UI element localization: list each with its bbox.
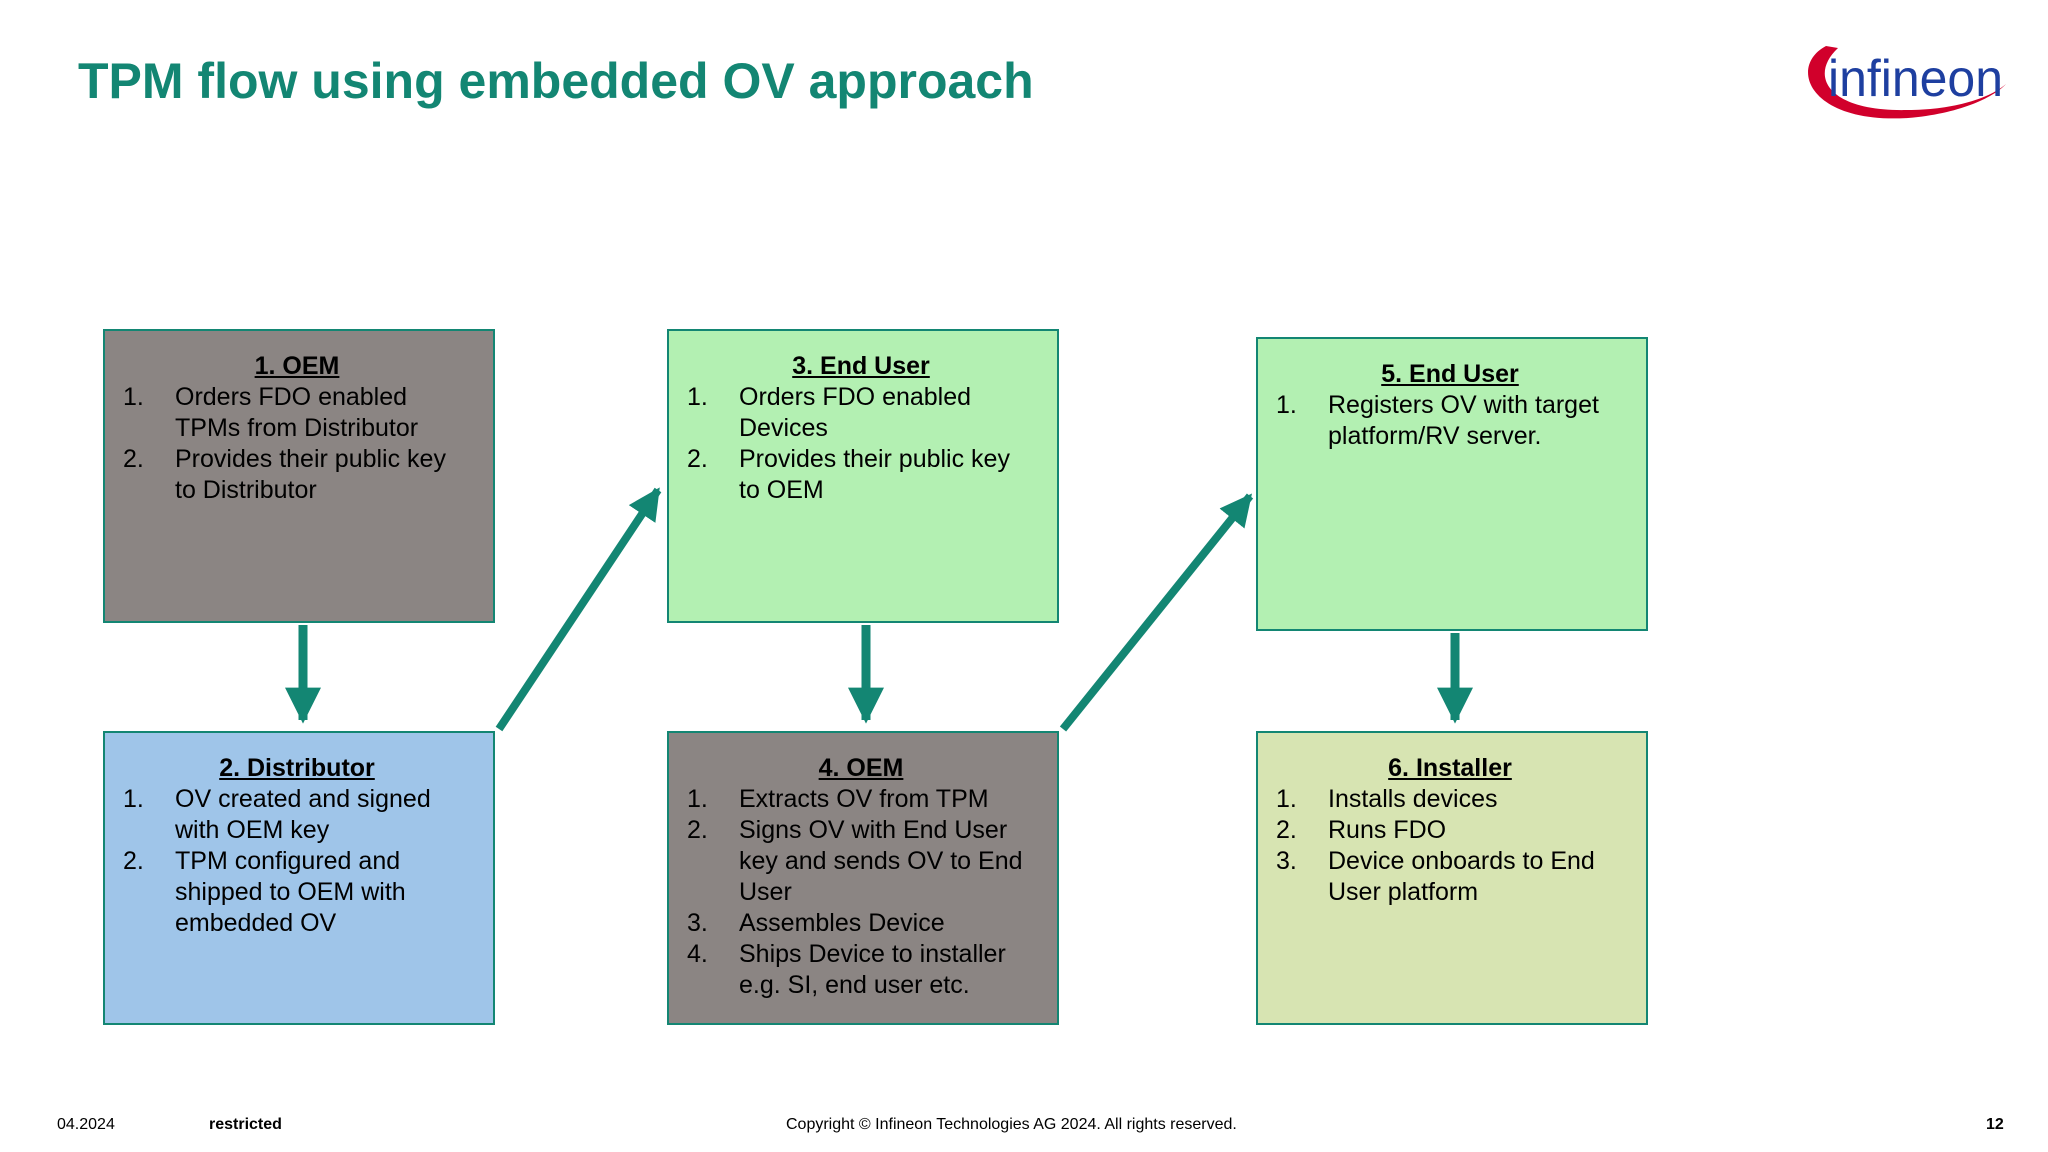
step-number: 3. bbox=[687, 909, 708, 937]
step-text-line: Device onboards to End bbox=[1328, 847, 1595, 875]
step-text-line: TPM configured and bbox=[175, 847, 401, 875]
footer-classification: restricted bbox=[209, 1116, 282, 1133]
box-title: 1. OEM bbox=[254, 352, 340, 380]
step-text-line: Orders FDO enabled bbox=[175, 383, 408, 411]
step-list-item: 1. Extracts OV from TPM bbox=[687, 784, 1035, 815]
step-number: 1. bbox=[123, 785, 144, 813]
infineon-logo: infineon bbox=[1808, 46, 2006, 119]
step-list-item: 2. Provides their public key to OEM bbox=[687, 444, 1035, 506]
step-list: 1. Installs devices 2. Runs FDO 3. Device onb… bbox=[1276, 784, 1624, 908]
step-number: 1. bbox=[1276, 391, 1297, 419]
step-text-line: platform/RV server. bbox=[1328, 422, 1542, 450]
step-text-line: Signs OV with End User bbox=[739, 816, 1008, 844]
step-list: 1. OV created and signed with OEM key 2. TPM… bbox=[123, 784, 471, 939]
step-text-line: Provides their public key bbox=[739, 445, 1010, 473]
step-number: 2. bbox=[123, 445, 144, 473]
step-text: Runs FDO bbox=[1328, 815, 1624, 846]
step-number: 1. bbox=[687, 785, 708, 813]
box-distributor-step-2: 2. Distributor 1. OV created and signed wit… bbox=[103, 731, 495, 1025]
step-text-line: to OEM bbox=[739, 476, 824, 504]
step-text-line: with OEM key bbox=[175, 816, 330, 844]
step-list-item: 1. Installs devices bbox=[1276, 784, 1624, 815]
step-list-item: 3. Assembles Device bbox=[687, 908, 1035, 939]
step-number: 1. bbox=[123, 383, 144, 411]
box-title: 3. End User bbox=[792, 352, 930, 380]
step-text: Provides their public key to OEM bbox=[739, 444, 1035, 506]
step-text-line: embedded OV bbox=[175, 909, 337, 937]
arrow-distributor-to-end-user bbox=[495, 487, 662, 732]
step-list-item: 2. TPM configured and shipped to OEM with e… bbox=[123, 846, 471, 939]
step-number: 1. bbox=[1276, 785, 1297, 813]
arrow-oem-to-end-user bbox=[1059, 493, 1254, 732]
step-text: Extracts OV from TPM bbox=[739, 784, 1035, 815]
step-text-line: Installs devices bbox=[1328, 785, 1498, 813]
step-number: 4. bbox=[687, 940, 708, 968]
step-text: TPM configured and shipped to OEM with emb… bbox=[175, 846, 471, 939]
step-text-line: User bbox=[739, 878, 792, 906]
step-list-item: 1. OV created and signed with OEM key bbox=[123, 784, 471, 846]
step-text-line: to Distributor bbox=[175, 476, 317, 504]
step-text-line: key and sends OV to End bbox=[739, 847, 1023, 875]
logo-wordmark: infineon bbox=[1828, 50, 2003, 108]
step-list-item: 2. Runs FDO bbox=[1276, 815, 1624, 846]
step-text: Provides their public key to Distributor bbox=[175, 444, 471, 506]
box-oem-step-4: 4. OEM 1. Extracts OV from TPM 2. Signs OV w… bbox=[667, 731, 1059, 1025]
step-number: 2. bbox=[687, 445, 708, 473]
step-number: 2. bbox=[1276, 816, 1297, 844]
step-text-line: Ships Device to installer bbox=[739, 940, 1006, 968]
box-end-user-step-5: 5. End User 1. Registers OV with target pla… bbox=[1256, 337, 1648, 631]
step-list: 1. Extracts OV from TPM 2. Signs OV with En… bbox=[687, 784, 1035, 1001]
step-text: Installs devices bbox=[1328, 784, 1624, 815]
step-number: 2. bbox=[687, 816, 708, 844]
step-text-line: Registers OV with target bbox=[1328, 391, 1599, 419]
step-list-item: 2. Signs OV with End User key and sends OV… bbox=[687, 815, 1035, 908]
box-title: 4. OEM bbox=[818, 754, 904, 782]
footer-page-number: 12 bbox=[1986, 1116, 2004, 1133]
footer-date: 04.2024 bbox=[57, 1116, 115, 1133]
step-text: OV created and signed with OEM key bbox=[175, 784, 471, 846]
box-title: 5. End User bbox=[1381, 360, 1519, 388]
step-text: Assembles Device bbox=[739, 908, 1035, 939]
step-text-line: Assembles Device bbox=[739, 909, 945, 937]
step-list: 1. Registers OV with target platform/RV se… bbox=[1276, 390, 1624, 452]
step-text-line: Orders FDO enabled bbox=[739, 383, 972, 411]
step-text-line: Devices bbox=[739, 414, 828, 442]
step-text-line: Extracts OV from TPM bbox=[739, 785, 989, 813]
step-text: Registers OV with target platform/RV serv… bbox=[1328, 390, 1624, 452]
step-number: 3. bbox=[1276, 847, 1297, 875]
step-text: Ships Device to installer e.g. SI, end us… bbox=[739, 939, 1035, 1001]
slide-title: TPM flow using embedded OV approach bbox=[78, 53, 1034, 109]
step-number: 2. bbox=[123, 847, 144, 875]
step-text-line: Runs FDO bbox=[1328, 816, 1447, 844]
box-title: 2. Distributor bbox=[219, 754, 375, 782]
box-installer-step-6: 6. Installer 1. Installs devices 2. Runs FDO… bbox=[1256, 731, 1648, 1025]
footer-copyright: Copyright © Infineon Technologies AG 202… bbox=[786, 1116, 1237, 1133]
step-text-line: TPMs from Distributor bbox=[175, 414, 419, 442]
step-text: Signs OV with End User key and sends OV t… bbox=[739, 815, 1035, 908]
step-text-line: OV created and signed bbox=[175, 785, 431, 813]
step-number: 1. bbox=[687, 383, 708, 411]
box-title: 6. Installer bbox=[1388, 754, 1512, 782]
step-text-line: Provides their public key bbox=[175, 445, 446, 473]
step-list-item: 2. Provides their public key to Distributo… bbox=[123, 444, 471, 506]
step-list-item: 4. Ships Device to installer e.g. SI, end … bbox=[687, 939, 1035, 1001]
step-text-line: shipped to OEM with bbox=[175, 878, 406, 906]
step-text-line: e.g. SI, end user etc. bbox=[739, 971, 970, 999]
step-text-line: User platform bbox=[1328, 878, 1479, 906]
step-list-item: 1. Registers OV with target platform/RV se… bbox=[1276, 390, 1624, 452]
